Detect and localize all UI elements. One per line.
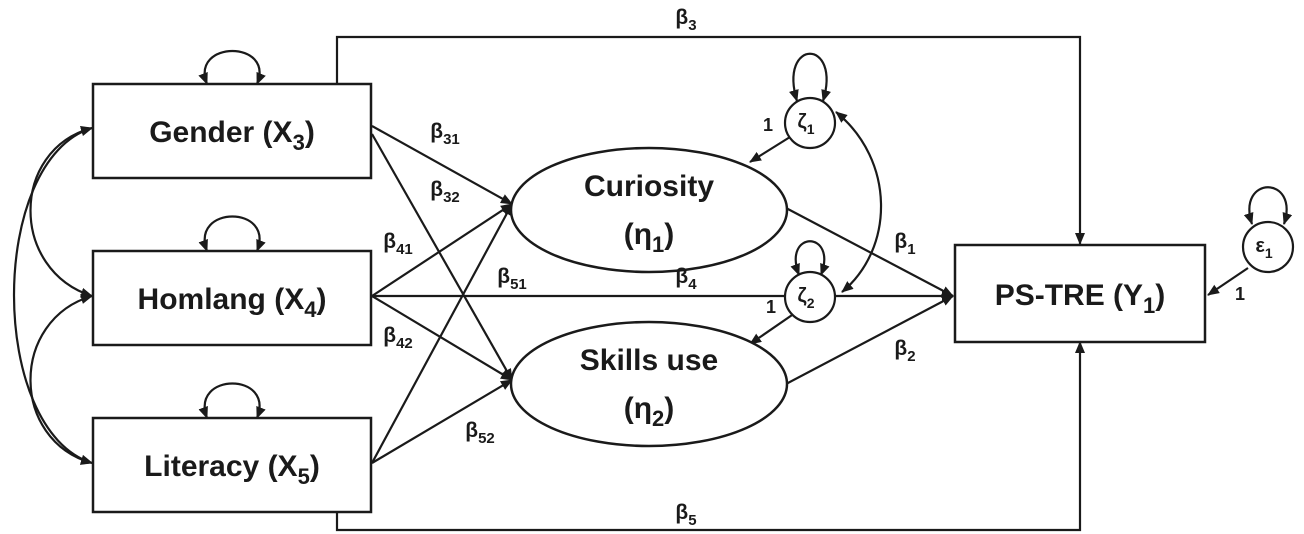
variance-gender: [198, 49, 266, 85]
variance-literacy: [198, 382, 266, 419]
node-literacy-subscript: 5: [298, 464, 310, 489]
zeta2-symbol: ζ: [797, 285, 806, 307]
zeta2-subscript: 2: [807, 295, 815, 311]
node-homlang-close: ): [316, 283, 326, 316]
node-pstre-close: ): [1155, 279, 1165, 312]
path-curiosity-to-pstre: [785, 207, 954, 297]
node-skills-use-symbol: (η: [624, 392, 652, 425]
coef-beta3: β3: [675, 6, 696, 34]
covariance-homlang-literacy: [29, 294, 93, 465]
node-pstre-label: PS-TRE (Y: [995, 279, 1143, 312]
node-skills-use-label: Skills use: [580, 344, 718, 377]
loading-zeta1: 1: [763, 115, 773, 135]
node-gender-close: ): [305, 116, 315, 149]
covariance-zeta1-zeta2: [835, 111, 883, 293]
path-homlang-to-curiosity: [371, 203, 513, 297]
node-pstre-subscript: 1: [1143, 293, 1155, 318]
coef-beta31: β31: [430, 120, 460, 148]
node-homlang-subscript: 4: [304, 297, 317, 322]
covariance-gender-literacy: [13, 126, 93, 465]
node-gender: Gender (X3): [91, 82, 373, 180]
eps1-symbol: ε: [1255, 235, 1265, 257]
eps1-subscript: 1: [1265, 245, 1273, 261]
node-skills-use-subscript: 2: [652, 406, 664, 431]
node-curiosity-symbol: (η: [624, 218, 652, 251]
svg-text:ε1: ε1: [1255, 235, 1273, 261]
node-curiosity-label: Curiosity: [584, 170, 714, 203]
covariance-gender-homlang: [29, 126, 93, 298]
node-literacy: Literacy (X5): [91, 416, 373, 514]
variance-zeta2: [790, 240, 830, 276]
svg-text:(η2): (η2): [624, 392, 675, 431]
node-literacy-close: ): [310, 450, 320, 483]
zeta1-symbol: ζ: [797, 111, 806, 133]
node-literacy-label: Literacy (X: [144, 450, 297, 483]
coef-beta1: β1: [894, 230, 915, 258]
coef-beta4: β4: [675, 265, 697, 293]
coef-beta42: β42: [383, 324, 413, 352]
svg-text:(η1): (η1): [624, 218, 675, 257]
path-literacy-to-curiosity: [371, 203, 513, 464]
node-pstre: PS-TRE (Y1): [953, 243, 1207, 344]
svg-text:Literacy (X5): Literacy (X5): [144, 450, 320, 489]
node-curiosity-subscript: 1: [652, 232, 664, 257]
coef-beta32: β32: [430, 178, 460, 206]
node-skills-use: Skills use (η2): [509, 320, 789, 448]
path-gender-to-skills: [371, 133, 513, 381]
node-homlang: Homlang (X4): [91, 249, 373, 347]
node-skills-use-close: ): [664, 392, 674, 425]
node-homlang-label: Homlang (X: [138, 283, 305, 316]
loading-eps1: 1: [1235, 284, 1245, 304]
node-gender-label: Gender (X: [149, 116, 292, 149]
path-skills-to-pstre: [785, 295, 954, 385]
svg-text:ζ2: ζ2: [797, 285, 814, 311]
path-zeta2-to-skills: [749, 312, 796, 345]
node-zeta2: ζ2: [783, 270, 837, 324]
coef-beta41: β41: [383, 230, 413, 258]
path-homlang-to-skills: [371, 295, 513, 381]
node-eps1: ε1: [1241, 220, 1295, 274]
path-gender-to-curiosity: [371, 125, 513, 205]
svg-text:Gender (X3): Gender (X3): [149, 116, 315, 155]
zeta1-subscript: 1: [807, 121, 815, 137]
node-zeta1: ζ1: [783, 96, 837, 150]
coef-beta5: β5: [675, 501, 696, 529]
svg-text:Homlang (X4): Homlang (X4): [138, 283, 327, 322]
loading-zeta2: 1: [766, 297, 776, 317]
node-gender-subscript: 3: [293, 130, 305, 155]
coef-beta52: β52: [465, 419, 495, 447]
svg-text:ζ1: ζ1: [797, 111, 814, 137]
variance-homlang: [198, 215, 266, 252]
path-zeta1-to-curiosity: [749, 136, 791, 163]
node-curiosity: Curiosity (η1): [509, 146, 789, 274]
coef-beta2: β2: [894, 337, 915, 365]
svg-text:PS-TRE (Y1): PS-TRE (Y1): [995, 279, 1166, 318]
variance-zeta1: [789, 52, 831, 102]
coef-beta51: β51: [497, 265, 527, 293]
node-curiosity-close: ): [664, 218, 674, 251]
path-eps1-to-pstre: [1207, 267, 1249, 296]
path-literacy-to-skills: [371, 379, 513, 464]
variance-eps1: [1243, 186, 1293, 225]
